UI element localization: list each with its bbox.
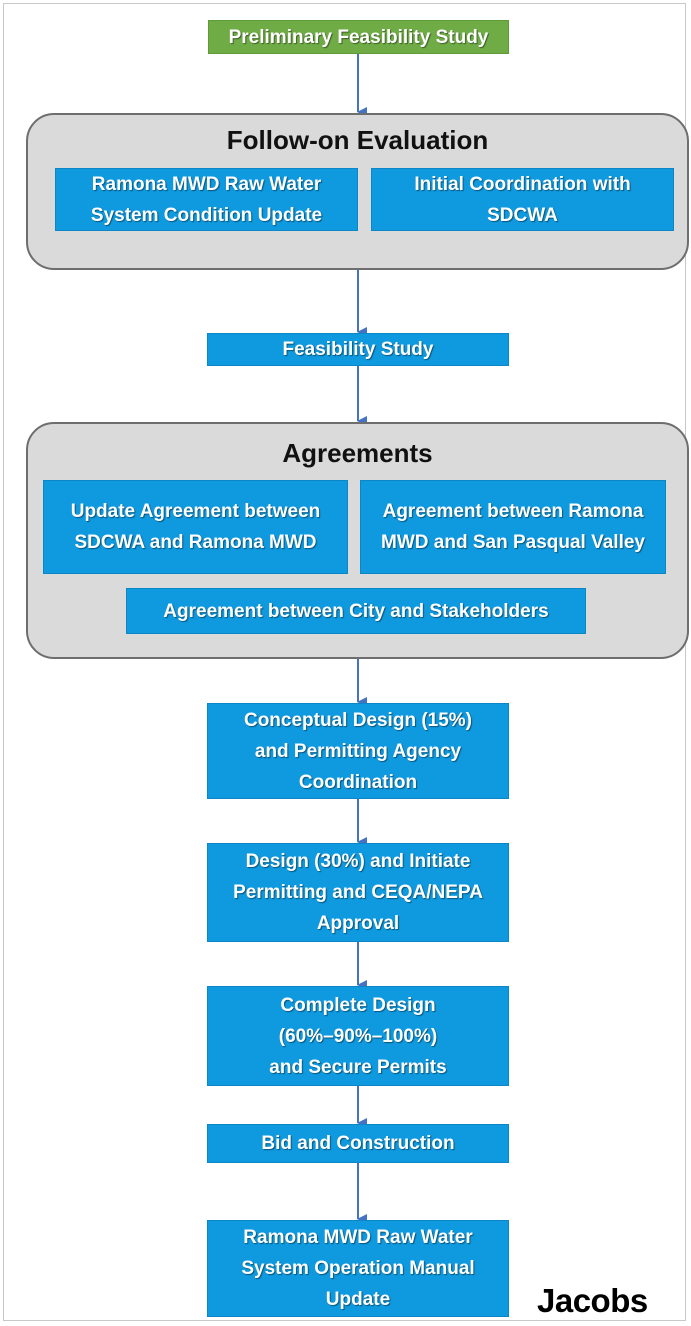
follow-on-evaluation-title: Follow-on Evaluation (226, 125, 489, 155)
agreements-title: Agreements (282, 438, 433, 468)
diagram-frame (3, 3, 686, 1321)
design-30-box: Design (30%) and Initiate Permitting and… (207, 843, 509, 942)
feasibility-study-box: Feasibility Study (207, 333, 509, 366)
raw-water-system-condition-update-box: Ramona MWD Raw Water System Condition Up… (55, 168, 358, 231)
conceptual-design-box: Conceptual Design (15%) and Permitting A… (207, 703, 509, 799)
preliminary-feasibility-study-box: Preliminary Feasibility Study (208, 20, 509, 54)
bid-and-construction-box: Bid and Construction (207, 1124, 509, 1163)
complete-design-box: Complete Design (60%–90%–100%) and Secur… (207, 986, 509, 1086)
update-agreement-box: Update Agreement between SDCWA and Ramon… (43, 480, 348, 574)
operation-manual-update-box: Ramona MWD Raw Water System Operation Ma… (207, 1220, 509, 1317)
initial-coordination-sdcwa-box: Initial Coordination with SDCWA (371, 168, 674, 231)
agreement-city-stakeholders-box: Agreement between City and Stakeholders (126, 588, 586, 634)
jacobs-logo: Jacobs (537, 1282, 648, 1319)
agreement-ramona-san-pasqual-box: Agreement between Ramona MWD and San Pas… (360, 480, 666, 574)
